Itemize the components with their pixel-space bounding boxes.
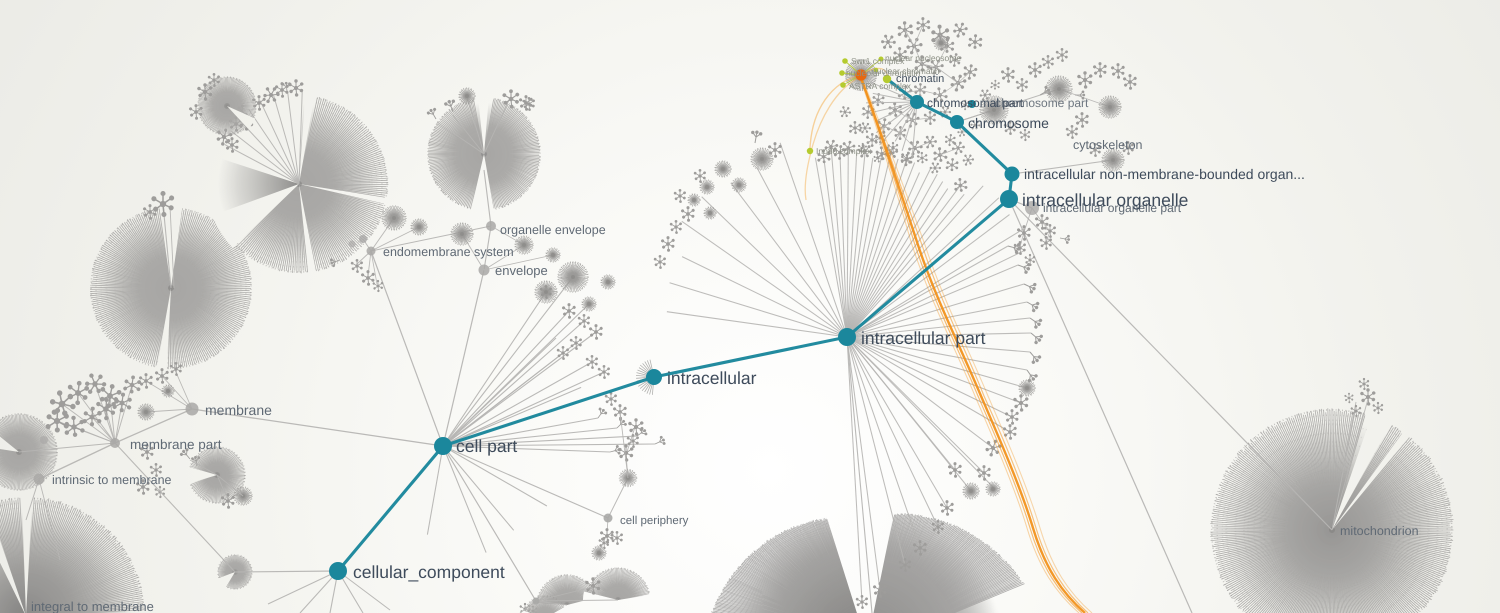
svg-text:membrane: membrane <box>205 402 272 418</box>
svg-text:intracellular organelle part: intracellular organelle part <box>1043 201 1182 215</box>
svg-text:nuclear chromatin: nuclear chromatin <box>872 66 940 76</box>
svg-text:intracellular part: intracellular part <box>861 328 986 348</box>
svg-text:cell part: cell part <box>456 436 517 456</box>
svg-text:intracellular organelle: intracellular organelle <box>1022 190 1188 210</box>
svg-text:chromosomal part: chromosomal part <box>927 96 1024 110</box>
svg-text:organelle envelope: organelle envelope <box>500 223 606 237</box>
svg-text:nucleolar chromatin: nucleolar chromatin <box>846 68 920 78</box>
svg-text:chromatin: chromatin <box>896 73 944 85</box>
svg-text:chromosome part: chromosome part <box>995 96 1089 110</box>
svg-text:integral to membrane: integral to membrane <box>31 599 154 613</box>
svg-text:intracellular: intracellular <box>667 368 757 388</box>
svg-text:Ino80 complex: Ino80 complex <box>816 146 872 156</box>
svg-text:cell periphery: cell periphery <box>620 515 689 527</box>
svg-text:nuclear nucleosome: nuclear nucleosome <box>885 53 961 63</box>
svg-text:Swr1 complex: Swr1 complex <box>851 56 905 66</box>
svg-text:membrane part: membrane part <box>130 437 222 452</box>
svg-text:intrinsic to membrane: intrinsic to membrane <box>52 473 172 487</box>
svg-text:intracellular non-membrane-bou: intracellular non-membrane-bounded organ… <box>1024 166 1305 182</box>
svg-text:endomembrane system: endomembrane system <box>383 245 514 259</box>
svg-text:envelope: envelope <box>495 263 548 278</box>
svg-text:chromosome: chromosome <box>968 115 1049 131</box>
svg-text:ASTRA complex: ASTRA complex <box>849 81 912 91</box>
svg-text:cellular_component: cellular_component <box>353 562 505 582</box>
svg-text:mitochondrion: mitochondrion <box>1340 524 1419 538</box>
svg-text:cytoskeleton: cytoskeleton <box>1073 138 1143 152</box>
